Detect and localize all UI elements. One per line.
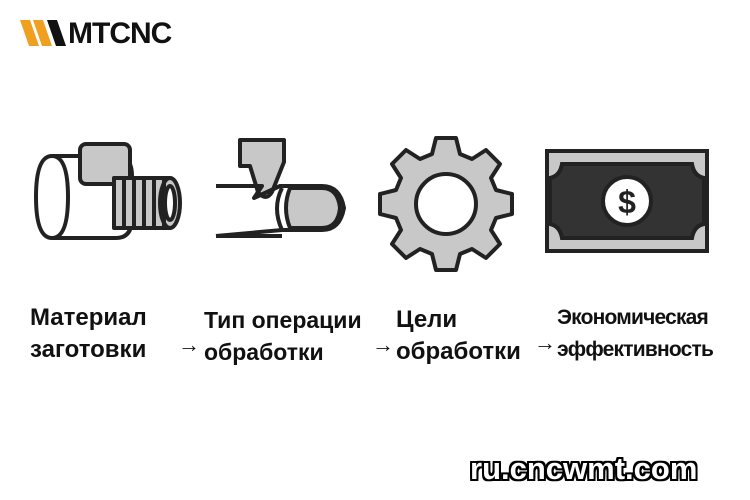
step-label-efficiency: Экономическая эффективность [557,306,714,361]
arrow-1-icon: → [178,332,200,357]
logo-w-mark-icon [20,20,66,46]
step-label-material: Материал заготовки [30,304,147,363]
step-label-operation: Тип операции обработки [204,307,362,365]
money-icon: $ [545,149,709,253]
arrow-3-icon: → [534,330,556,355]
gear-icon [378,136,514,272]
arrow-2-icon: → [372,332,394,357]
step-label-goals: Цели обработки [396,306,521,365]
brand-logo: MTCNC [20,16,220,52]
website-url: ru.cncwmt.com [470,451,698,486]
logo-text: MTCNC [68,17,172,50]
workpiece-icon [34,142,182,240]
cutting-tool-icon [215,138,346,238]
svg-text:$: $ [618,184,636,220]
